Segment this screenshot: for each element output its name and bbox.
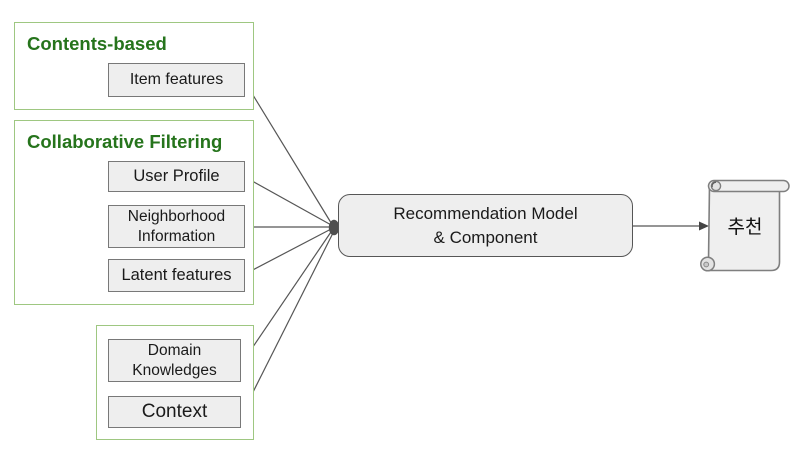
node-item-features: Item features [108,63,245,97]
node-user-profile: User Profile [108,161,245,192]
connector-latent [244,227,334,275]
connector-item-features [244,81,334,227]
output-label: 추천 [728,216,763,238]
scroll-bottom-curl-center [703,261,710,268]
scroll-body [707,184,781,272]
node-recommendation-model: Recommendation Model & Component [338,194,633,257]
connector-domain [243,228,334,361]
connector-context [243,230,335,411]
group-collaborative-filtering-title: Collaborative Filtering [27,131,223,152]
node-domain-knowledges: Domain Knowledges [108,339,241,382]
node-latent-features: Latent features [108,259,245,292]
scroll-shape: 추천 [700,179,790,272]
scroll-top-curl-detail [711,181,717,188]
connector-user-profile [244,176,334,227]
scroll-top-bar [707,179,790,193]
node-context: Context [108,396,241,428]
node-neighborhood-information: Neighborhood Information [108,205,245,248]
group-contents-based-title: Contents-based [27,33,167,54]
